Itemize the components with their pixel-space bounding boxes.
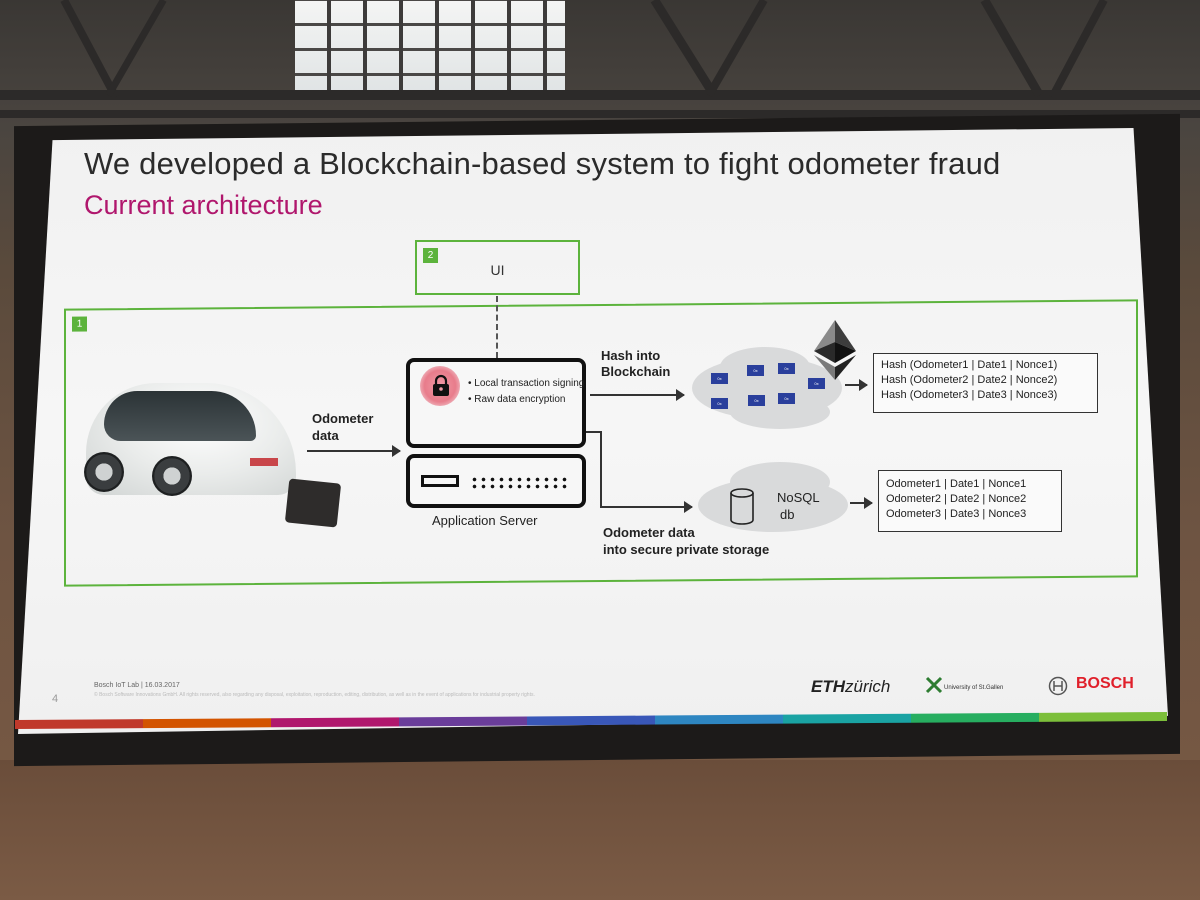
label-line: Hash into bbox=[601, 348, 670, 364]
color-strip-segment bbox=[399, 716, 527, 726]
block-icon: 0x bbox=[748, 395, 765, 406]
feature-text: Raw data encryption bbox=[474, 394, 565, 405]
hash-record: Hash (Odometer2 | Date2 | Nonce2) bbox=[881, 373, 1097, 388]
back-wall bbox=[0, 760, 1200, 900]
label-line: Odometer data bbox=[603, 524, 769, 541]
ceiling-beam bbox=[981, 0, 1044, 98]
feature-item: • Raw data encryption bbox=[468, 394, 584, 406]
bosch-logo-icon bbox=[1048, 676, 1068, 696]
color-strip-segment bbox=[911, 713, 1039, 723]
footer-lab: Bosch IoT Lab | 16.03.2017 bbox=[94, 682, 180, 689]
footer-legal: © Bosch Software Innovations GmbH. All r… bbox=[94, 691, 654, 700]
color-strip-segment bbox=[655, 715, 783, 725]
bosch-logo-text: BOSCH bbox=[1076, 675, 1134, 693]
block-icon: 0x bbox=[778, 363, 795, 374]
slide-subtitle: Current architecture bbox=[84, 190, 323, 221]
eth-zurich-logo: ETHzürich bbox=[811, 677, 890, 697]
data-records-table: Odometer1 | Date1 | Nonce1 Odometer2 | D… bbox=[878, 470, 1062, 532]
step-badge: 2 bbox=[423, 248, 438, 263]
color-strip-segment bbox=[783, 714, 911, 724]
ui-server-link bbox=[496, 296, 498, 358]
car-window bbox=[104, 391, 256, 441]
arrow-to-hash-table bbox=[845, 384, 867, 386]
ui-box: 2 UI bbox=[415, 240, 580, 295]
ceiling-beam bbox=[105, 0, 166, 97]
feature-text: Local transaction signing bbox=[474, 378, 584, 389]
secure-storage-label: Odometer data into secure private storag… bbox=[603, 524, 769, 558]
color-strip-segment bbox=[527, 716, 655, 726]
data-record: Odometer2 | Date2 | Nonce2 bbox=[886, 492, 1061, 507]
label-line: Blockchain bbox=[601, 364, 670, 380]
ceiling-beam bbox=[706, 0, 768, 97]
ceiling-beam bbox=[1049, 0, 1108, 99]
label-line: db bbox=[777, 506, 820, 523]
skylight-frame bbox=[295, 0, 565, 98]
nosql-label: NoSQL db bbox=[777, 489, 820, 523]
block-icon: 0x bbox=[711, 398, 728, 409]
arrow-to-data-table bbox=[850, 502, 872, 504]
color-strip-segment bbox=[271, 717, 399, 727]
server-grille bbox=[470, 476, 570, 490]
label-line: data bbox=[312, 427, 373, 444]
hash-records-table: Hash (Odometer1 | Date1 | Nonce1) Hash (… bbox=[873, 353, 1098, 413]
label-line: NoSQL bbox=[777, 489, 820, 506]
step-badge: 1 bbox=[72, 316, 87, 331]
block-icon: 0x bbox=[711, 373, 728, 384]
hash-record: Hash (Odometer1 | Date1 | Nonce1) bbox=[881, 358, 1097, 373]
color-strip-segment bbox=[1039, 712, 1167, 722]
data-record: Odometer1 | Date1 | Nonce1 bbox=[886, 477, 1061, 492]
hsg-logo-text: University of St.Gallen bbox=[944, 685, 1003, 691]
hash-record: Hash (Odometer3 | Date3 | Nonce3) bbox=[881, 388, 1097, 403]
odometer-device-icon bbox=[285, 478, 341, 527]
ethereum-icon bbox=[814, 320, 856, 380]
lock-icon bbox=[428, 373, 454, 399]
ceiling-beam bbox=[651, 0, 717, 96]
data-record: Odometer3 | Date3 | Nonce3 bbox=[886, 507, 1061, 522]
server-features: • Local transaction signing • Raw data e… bbox=[468, 378, 584, 410]
blockchain-cloud bbox=[720, 347, 810, 387]
color-strip-segment bbox=[15, 719, 143, 729]
arrow-to-storage bbox=[600, 506, 692, 508]
car-wheel bbox=[152, 456, 192, 496]
ceiling-beam bbox=[0, 90, 1200, 100]
hsg-logo-icon bbox=[925, 676, 943, 694]
page-number: 4 bbox=[52, 693, 58, 705]
storage-connector bbox=[600, 431, 602, 508]
logo-text: ETH bbox=[811, 677, 845, 696]
ui-label: UI bbox=[417, 262, 578, 278]
label-line: into secure private storage bbox=[603, 541, 769, 558]
car-wheel bbox=[84, 452, 124, 492]
hash-into-blockchain-label: Hash into Blockchain bbox=[601, 348, 670, 380]
logo-text: zürich bbox=[845, 677, 890, 696]
feature-item: • Local transaction signing bbox=[468, 378, 584, 390]
arrow-to-blockchain bbox=[590, 394, 684, 396]
slide-title: We developed a Blockchain-based system t… bbox=[84, 146, 1144, 182]
server-slot bbox=[421, 475, 459, 487]
database-icon bbox=[729, 488, 755, 526]
label-line: Odometer bbox=[312, 410, 373, 427]
block-icon: 0x bbox=[778, 393, 795, 404]
odometer-data-label: Odometer data bbox=[312, 410, 373, 444]
color-strip-segment bbox=[143, 718, 271, 728]
arrow-to-server bbox=[307, 450, 400, 452]
car-plate bbox=[250, 458, 278, 466]
block-icon: 0x bbox=[747, 365, 764, 376]
server-label: Application Server bbox=[432, 513, 538, 528]
